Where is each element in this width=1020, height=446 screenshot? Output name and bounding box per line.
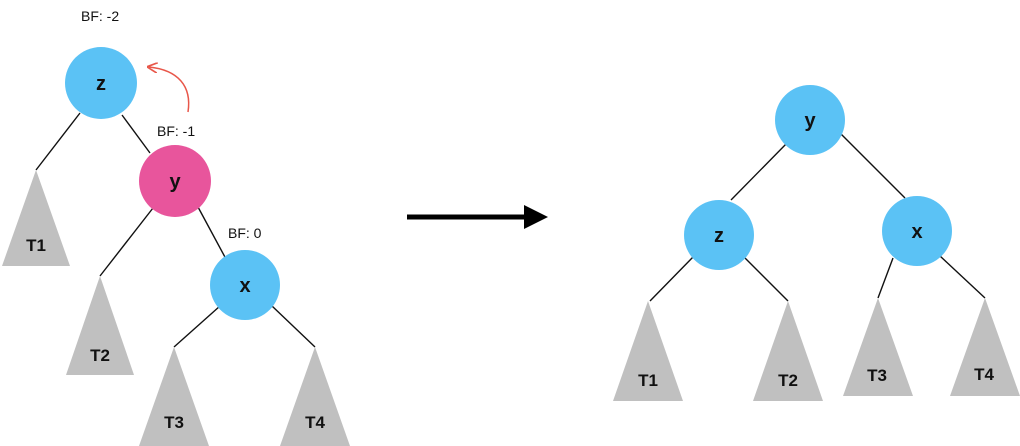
edge-x-t4 [271, 305, 316, 348]
subtree-t4-triangle [950, 298, 1020, 396]
subtree-t3-label: T3 [867, 366, 887, 385]
after-tree: T1 T2 T3 T4 y z x [613, 85, 1020, 401]
edge-y-x [839, 132, 906, 199]
subtree-t2-label: T2 [778, 371, 798, 390]
node-z: z [684, 200, 754, 270]
subtree-t2-triangle [66, 276, 134, 375]
edge-y-z [730, 141, 789, 201]
subtree-t4: T4 [280, 347, 350, 446]
node-y-circle [775, 85, 845, 155]
node-x-label: x [239, 275, 250, 297]
edge-z-t1 [649, 255, 695, 302]
subtree-t2-label: T2 [90, 346, 110, 365]
node-y-label: y [169, 171, 181, 193]
subtree-t2: T2 [66, 276, 134, 375]
bf-label-z: BF: -2 [81, 8, 119, 24]
edge-z-t1 [35, 112, 81, 171]
node-y: y [139, 145, 211, 217]
subtree-t3: T3 [843, 298, 913, 396]
edge-y-x [197, 206, 227, 260]
bf-label-x: BF: 0 [228, 225, 262, 241]
subtree-t2-triangle [753, 301, 823, 401]
subtree-t3-triangle [139, 347, 209, 446]
transform-arrow [407, 205, 548, 229]
subtree-t4-label: T4 [305, 413, 325, 432]
node-x-circle [210, 250, 280, 320]
node-x-circle [882, 196, 952, 266]
before-tree: T1 T2 T3 T4 z y x BF: -2 BF: -1 B [2, 8, 350, 446]
subtree-t3-triangle [843, 298, 913, 396]
node-z-label: z [714, 225, 724, 247]
subtree-t4-triangle [280, 347, 350, 446]
node-x: x [210, 250, 280, 320]
node-z-circle [65, 47, 137, 119]
edge-y-t2 [99, 207, 154, 277]
node-x: x [882, 196, 952, 266]
subtree-t3: T3 [139, 347, 209, 446]
rotation-arrow [149, 67, 190, 113]
bf-label-y: BF: -1 [157, 123, 195, 139]
node-y-circle [139, 145, 211, 217]
edge-x-t3 [173, 305, 221, 348]
node-y-label: y [804, 110, 816, 132]
edge-x-t3 [877, 257, 894, 299]
node-y: y [775, 85, 845, 155]
transform-arrow-head [524, 205, 548, 229]
subtree-t1-triangle [613, 301, 683, 401]
node-z-label: z [96, 73, 106, 95]
subtree-t1-label: T1 [638, 371, 658, 390]
subtree-t4: T4 [950, 298, 1020, 396]
subtree-t2: T2 [753, 301, 823, 401]
node-z: z [65, 47, 137, 119]
node-z-circle [684, 200, 754, 270]
edge-z-t2 [742, 255, 789, 302]
subtree-t3-label: T3 [164, 413, 184, 432]
subtree-t1-triangle [2, 170, 70, 266]
subtree-t1: T1 [613, 301, 683, 401]
subtree-t1-label: T1 [26, 236, 46, 255]
subtree-t1: T1 [2, 170, 70, 266]
subtree-t4-label: T4 [974, 365, 994, 384]
edge-z-y [121, 114, 151, 154]
edge-x-t4 [939, 255, 986, 299]
node-x-label: x [911, 221, 922, 243]
